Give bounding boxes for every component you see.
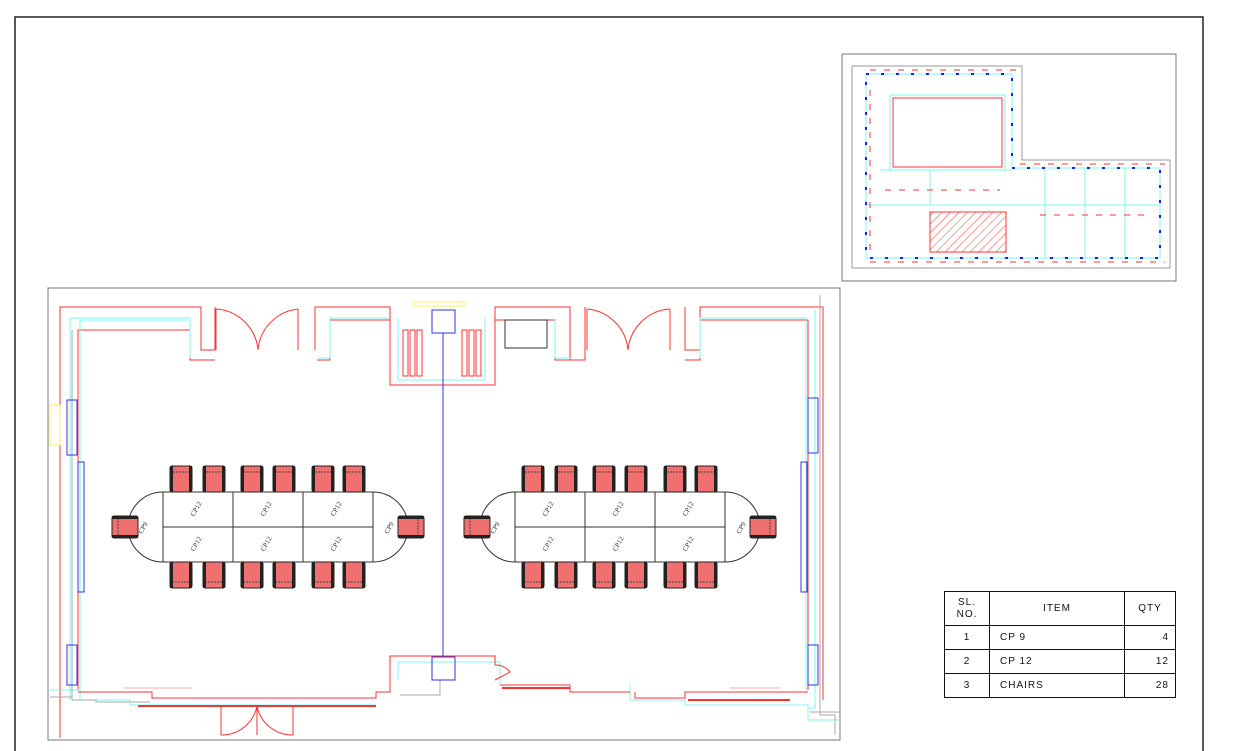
chair-icon [240,465,264,493]
chair-icon [624,561,648,589]
chair-icon [311,561,335,589]
bom-item: CP 9 [989,625,1125,650]
chair-icon [592,465,616,493]
bom-header-sl-no: SL.NO. [944,591,990,626]
chair-icon [521,465,545,493]
chair-icon [694,561,718,589]
bom-header-qty: QTY [1124,591,1176,626]
chair-icon [749,515,777,539]
floor-plan-walls [49,295,840,738]
chair-icon [592,561,616,589]
bom-sl: 3 [944,673,990,698]
chair-icon [311,465,335,493]
chair-icon [663,561,687,589]
bom-qty: 12 [1124,649,1176,674]
bom-header-item: ITEM [989,591,1125,626]
bom-item: CHAIRS [989,673,1125,698]
chair-icon [342,465,366,493]
chair-icon [463,515,491,539]
plan-viewport-frame [47,287,841,741]
bom-item: CP 12 [989,649,1125,674]
bom-qty: 28 [1124,673,1176,698]
chair-icon [272,561,296,589]
chair-icon [397,515,425,539]
chair-icon [521,561,545,589]
bom-sl: 2 [944,649,990,674]
chair-icon [554,561,578,589]
header-no: NO. [956,608,978,620]
chair-icon [694,465,718,493]
chair-icon [202,561,226,589]
chair-icon [169,465,193,493]
chair-icon [272,465,296,493]
bom-sl: 1 [944,625,990,650]
chair-icon [202,465,226,493]
bom-qty: 4 [1124,625,1176,650]
bom-header-row: SL.NO. ITEM QTY [944,591,1176,626]
chair-icon [663,465,687,493]
header-sl: SL. [957,596,976,608]
sheet-border [14,16,1204,751]
chair-icon [342,561,366,589]
chair-icon [624,465,648,493]
chair-icon [240,561,264,589]
chair-icon [111,515,139,539]
key-plan [841,53,1177,282]
chair-icon [169,561,193,589]
chair-icon [554,465,578,493]
